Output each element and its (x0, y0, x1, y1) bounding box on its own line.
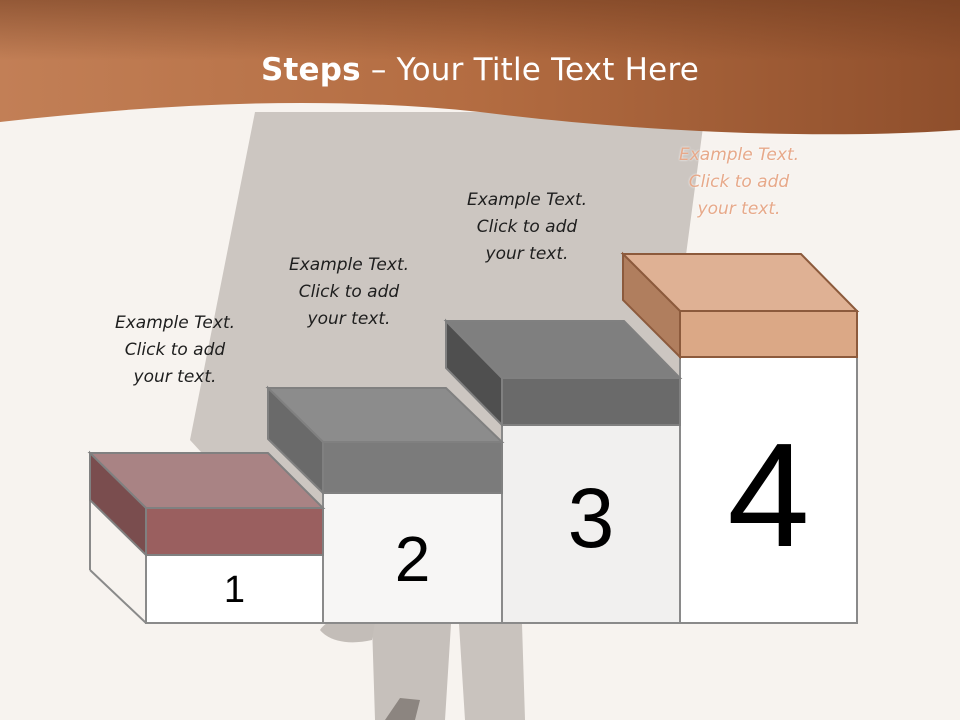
title-bold: Steps (260, 52, 361, 88)
caption-line: Click to add (124, 340, 226, 360)
slide-title[interactable]: Steps – Your Title Text Here (0, 52, 960, 88)
caption-line: Click to add (476, 217, 578, 237)
header-band (0, 0, 960, 135)
step-3-caption[interactable]: Example Text. Click to add your text. (427, 187, 627, 268)
step-1-caption[interactable]: Example Text. Click to add your text. (75, 310, 275, 391)
caption-line: your text. (485, 244, 569, 264)
caption-line: Example Text. (466, 190, 588, 210)
step-1-block (87, 450, 326, 558)
step-4-number: 4 (727, 413, 810, 578)
stairs-outline (89, 356, 858, 624)
step-4-block (620, 251, 860, 360)
caption-line: Click to add (688, 172, 790, 192)
caption-line: Example Text. (678, 145, 800, 165)
step-2-number: 2 (394, 523, 431, 595)
caption-line: Click to add (298, 282, 400, 302)
caption-line: Example Text. (114, 313, 236, 333)
caption-line: your text. (307, 309, 391, 329)
step-4-caption[interactable]: Example Text. Click to add your text. (639, 142, 839, 223)
caption-line: your text. (133, 367, 217, 387)
step-2-block (265, 385, 505, 496)
title-text: – Your Title Text Here (360, 52, 699, 88)
step-3-block (443, 318, 683, 428)
caption-line: Example Text. (288, 255, 410, 275)
step-2-caption[interactable]: Example Text. Click to add your text. (249, 252, 449, 333)
step-1-number: 1 (223, 569, 246, 611)
step-3-number: 3 (567, 471, 615, 565)
caption-line: your text. (697, 199, 781, 219)
